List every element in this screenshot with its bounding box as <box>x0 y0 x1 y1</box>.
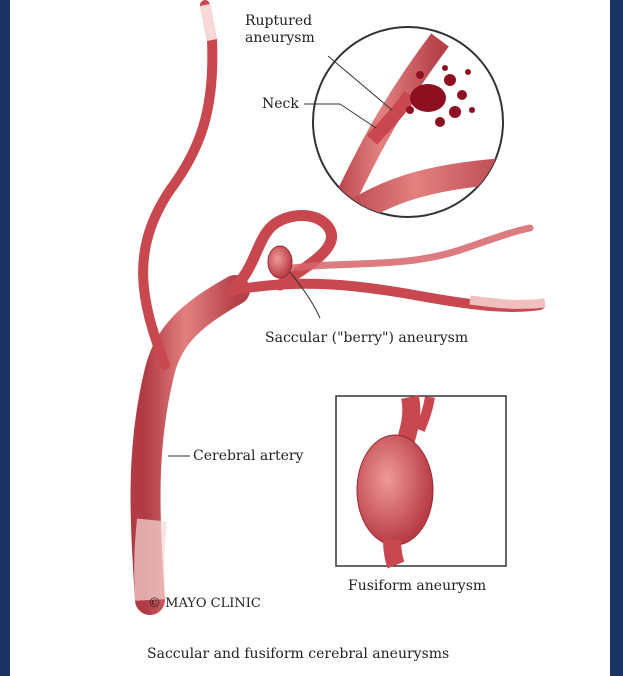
label-fusiform: Fusiform aneurysm <box>348 578 486 595</box>
label-ruptured-line1: Ruptured <box>245 13 312 30</box>
label-ruptured-line2: aneurysm <box>245 30 315 47</box>
copyright: © MAYO CLINIC <box>148 595 261 612</box>
label-neck: Neck <box>262 96 299 113</box>
figure-caption: Saccular and fusiform cerebral aneurysms <box>147 646 449 663</box>
label-cerebral-artery: Cerebral artery <box>193 448 303 465</box>
ruptured-aneurysm-inset <box>313 27 520 230</box>
fusiform-aneurysm-inset <box>336 396 506 566</box>
label-saccular: Saccular ("berry") aneurysm <box>265 330 468 347</box>
